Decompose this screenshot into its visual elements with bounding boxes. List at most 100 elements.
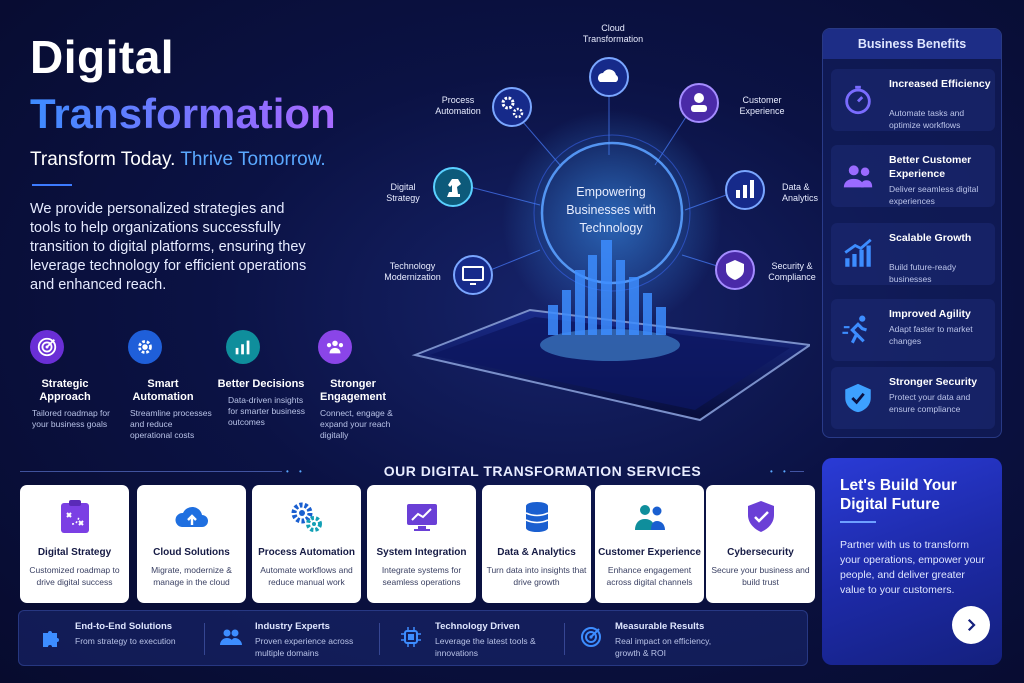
value-prop-desc: Leverage the latest tools & innovations xyxy=(435,636,536,658)
services-rule-left xyxy=(20,471,282,472)
service-desc: Secure your business and build trust xyxy=(711,565,810,587)
service-card-customer-experience[interactable]: Customer Experience Enhance engagement a… xyxy=(595,485,704,603)
tagline-part-b: Thrive Tomorrow. xyxy=(180,149,326,170)
benefit-item: Scalable Growth Build future-ready busin… xyxy=(831,223,995,285)
feature-stronger-engagement: Stronger Engagement Connect, engage & ex… xyxy=(308,330,404,441)
gear-icon xyxy=(128,330,162,364)
feature-desc: Streamline processes and reduce operatio… xyxy=(130,408,212,440)
shield-check-icon xyxy=(845,383,871,413)
gears-icon xyxy=(291,502,322,532)
node-label-customer: Customer Experience xyxy=(739,95,785,116)
node-label-strategy: Digital Strategy xyxy=(386,182,420,203)
service-title: Data & Analytics xyxy=(497,547,576,558)
feature-desc: Data-driven insights for smarter busines… xyxy=(228,395,305,427)
target-icon xyxy=(581,627,601,647)
benefit-item: Improved Agility Adapt faster to market … xyxy=(831,299,995,361)
node-label-security: Security & Compliance xyxy=(768,261,816,282)
cta-body: Partner with us to transform your operat… xyxy=(840,539,985,596)
services-dots-right: • • xyxy=(770,467,790,476)
separator xyxy=(379,623,380,655)
benefit-desc: Deliver seamless digital experiences xyxy=(889,184,979,206)
growth-chart-icon xyxy=(844,238,872,267)
chart-icon xyxy=(226,330,260,364)
service-desc: Turn data into insights that drive growt… xyxy=(486,565,587,587)
tagline: Transform Today. Thrive Tomorrow. xyxy=(30,149,326,171)
cloud-upload-icon xyxy=(598,69,619,82)
users-icon xyxy=(843,165,873,188)
value-prop-desc: Real impact on efficiency, growth & ROI xyxy=(615,636,712,658)
business-benefits-panel: Business Benefits Increased Efficiency A… xyxy=(822,28,1002,438)
services-rule-right xyxy=(790,471,804,472)
users-icon xyxy=(220,629,242,645)
hero-description: We provide personalized strategies and t… xyxy=(30,201,307,293)
node-label-automation: Process Automation xyxy=(435,95,481,116)
service-title: Customer Experience xyxy=(598,547,701,558)
value-prop-title: Technology Driven xyxy=(435,621,520,632)
benefit-item: Better Customer Experience Deliver seaml… xyxy=(831,145,995,207)
benefit-title: Better Customer Experience xyxy=(889,154,972,180)
gears-icon xyxy=(501,96,524,119)
service-card-cloud-solutions[interactable]: Cloud Solutions Migrate, modernize & man… xyxy=(137,485,246,603)
divider xyxy=(32,184,72,186)
service-card-digital-strategy[interactable]: Digital Strategy Customized roadmap to d… xyxy=(20,485,129,603)
node-label-modernization: Technology Modernization xyxy=(384,261,441,282)
feature-better-decisions: Better Decisions Data-driven insights fo… xyxy=(216,330,312,428)
value-prop-title: Measurable Results xyxy=(615,621,705,632)
separator xyxy=(204,623,205,655)
feature-title: Better Decisions xyxy=(217,378,305,390)
devices-icon xyxy=(462,266,484,285)
benefit-title: Increased Efficiency xyxy=(889,78,991,90)
cta-heading: Let's Build Your Digital Future xyxy=(840,477,957,513)
service-card-data-analytics[interactable]: Data & Analytics Turn data into insights… xyxy=(482,485,591,603)
node-label-cloud: Cloud Transformation xyxy=(582,23,644,44)
benefit-title: Improved Agility xyxy=(889,308,971,320)
hub-nodes xyxy=(433,57,765,295)
service-desc: Enhance engagement across digital channe… xyxy=(606,565,693,587)
service-title: Cloud Solutions xyxy=(153,547,230,558)
feature-title: Stronger Engagement xyxy=(319,378,386,403)
tagline-part-a: Transform Today. xyxy=(30,149,176,170)
technology-hub-graphic xyxy=(411,57,810,422)
hub-center-text: Empowering Businesses with Technology xyxy=(566,185,656,235)
cta-next-button[interactable] xyxy=(952,606,990,644)
service-desc: Automate workflows and reduce manual wor… xyxy=(260,565,353,587)
people-icon xyxy=(634,505,665,530)
node-label-data: Data & Analytics xyxy=(782,182,819,203)
service-desc: Customized roadmap to drive digital succ… xyxy=(29,565,120,587)
service-card-system-integration[interactable]: System Integration Integrate systems for… xyxy=(367,485,476,603)
feature-title: Strategic Approach xyxy=(39,378,91,403)
runner-icon xyxy=(842,315,867,344)
chevron-right-icon xyxy=(967,618,976,632)
monitor-chart-icon xyxy=(406,504,437,531)
city-skyline xyxy=(548,240,666,335)
strategy-board-icon xyxy=(60,500,89,533)
benefit-desc: Build future-ready businesses xyxy=(889,262,957,284)
benefit-title: Stronger Security xyxy=(889,376,978,388)
service-title: Digital Strategy xyxy=(37,547,112,558)
service-card-process-automation[interactable]: Process Automation Automate workflows an… xyxy=(252,485,361,603)
feature-row: Strategic Approach Tailored roadmap for … xyxy=(18,330,398,450)
target-icon xyxy=(30,330,64,364)
page-title-line2: Transformation xyxy=(30,90,336,137)
benefit-desc: Protect your data and ensure compliance xyxy=(889,392,971,414)
service-title: System Integration xyxy=(376,547,467,558)
value-props-bar: End-to-End Solutions From strategy to ex… xyxy=(18,610,808,666)
feature-desc: Connect, engage & expand your reach digi… xyxy=(320,408,393,440)
feature-title: Smart Automation xyxy=(132,378,194,403)
service-desc: Integrate systems for seamless operation… xyxy=(381,565,462,587)
value-prop-title: End-to-End Solutions xyxy=(75,621,173,632)
benefits-heading: Business Benefits xyxy=(823,29,1001,59)
service-title: Cybersecurity xyxy=(727,547,794,558)
cta-panel: Let's Build Your Digital Future Partner … xyxy=(822,458,1002,665)
benefit-title: Scalable Growth xyxy=(889,232,972,244)
chess-knight-icon xyxy=(447,179,461,197)
puzzle-icon xyxy=(43,631,59,647)
shield-check-icon xyxy=(747,501,774,532)
benefit-desc: Automate tasks and optimize workflows xyxy=(889,108,965,130)
service-title: Process Automation xyxy=(258,547,355,558)
service-desc: Migrate, modernize & manage in the cloud xyxy=(151,565,232,587)
service-card-cybersecurity[interactable]: Cybersecurity Secure your business and b… xyxy=(706,485,815,603)
value-prop-desc: From strategy to execution xyxy=(75,636,176,646)
user-icon xyxy=(691,93,707,112)
value-prop-title: Industry Experts xyxy=(255,621,330,632)
